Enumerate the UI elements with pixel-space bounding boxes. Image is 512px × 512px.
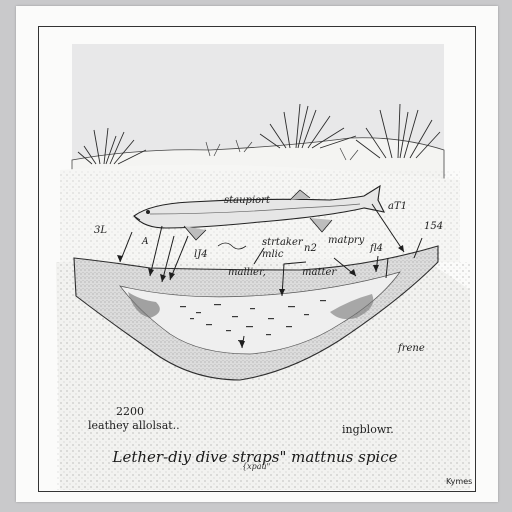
label-n2: n2 [304, 244, 317, 254]
label-top: staupiort [224, 196, 270, 206]
label-mid-left: lJ4 [194, 250, 208, 260]
label-mlic: mlic [262, 250, 283, 260]
label-right-top: aT1 [388, 202, 407, 212]
label-bottom-left: leathey allolsat.. [88, 420, 180, 431]
label-matter: matter [302, 268, 336, 278]
label-arrow-tag: A [142, 238, 149, 247]
label-right-num: 154 [424, 222, 443, 232]
label-matpry: matpry [328, 236, 364, 246]
label-left-number: 3L [94, 226, 107, 236]
label-year: 2200 [116, 406, 144, 417]
label-fl4: fl4 [370, 244, 383, 254]
label-strtaker: strtaker [262, 238, 303, 248]
figure-caption-sub: {xpau" [242, 462, 270, 471]
artist-signature: Kymes [446, 477, 472, 486]
label-mallier: mallier, [228, 268, 266, 278]
label-frene: frene [398, 344, 425, 354]
label-bottom-right: ingblowr. [342, 424, 394, 435]
